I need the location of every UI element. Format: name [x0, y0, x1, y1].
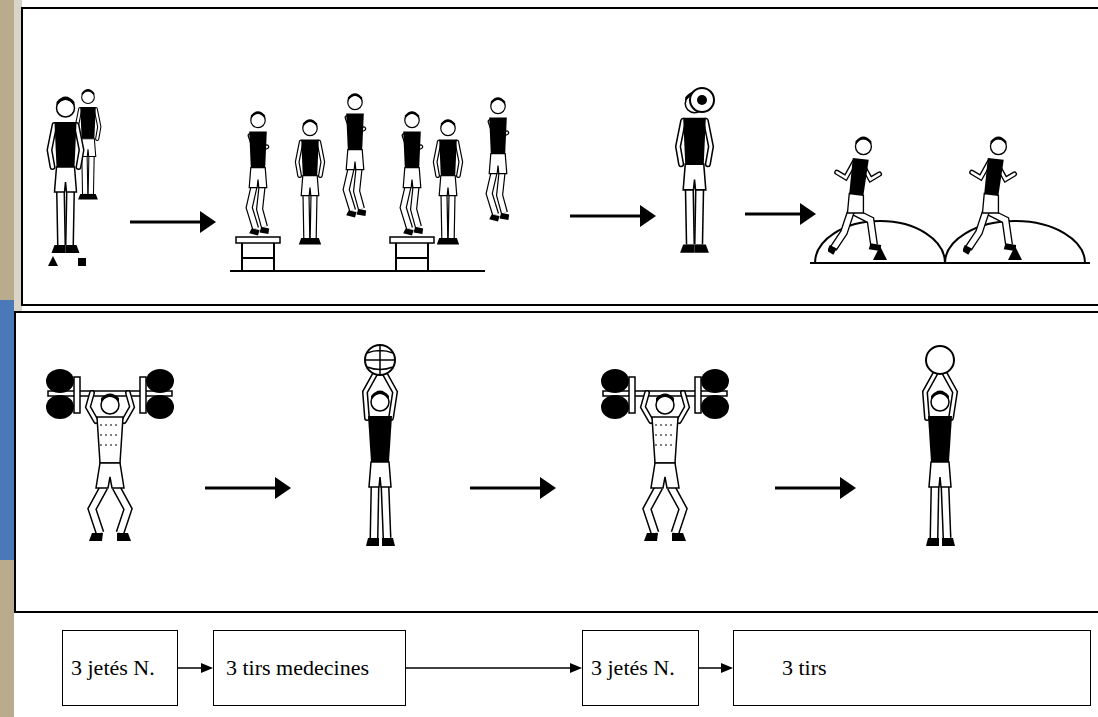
slide-edge-part: [0, 0, 14, 717]
flow-arrow-part: [640, 205, 656, 227]
bench-jumps-part: [396, 243, 428, 271]
step-box: 3 tirs: [733, 630, 1091, 706]
shooting-figure-part: [365, 374, 395, 546]
flow-arrow-part: [775, 487, 842, 490]
flow-arrow-part: [470, 487, 542, 490]
piggyback-figure-part: [78, 258, 86, 266]
bench-jumps-part: [242, 243, 274, 271]
shooting-figure: [365, 345, 955, 546]
dome-hops-part: [810, 262, 1090, 264]
bench-jumps: [230, 93, 509, 271]
step-label: 3 jetés N.: [71, 656, 155, 680]
flow-arrow: [130, 203, 856, 499]
piggyback-figure: [48, 89, 99, 266]
flow-arrow-part: [745, 213, 802, 216]
step-label: 3 tirs: [782, 656, 827, 680]
shooting-figure-part: [926, 346, 954, 374]
dome-hops-part: [827, 136, 881, 254]
shooting-figure-part: [365, 345, 395, 375]
arrow-head: [721, 663, 733, 673]
barbell-squat-part: [46, 369, 174, 541]
medicine-ball-figure: [678, 88, 714, 253]
flow-arrow-part: [840, 477, 856, 499]
shooting-figure-part: [366, 345, 394, 375]
bench-jumps-part: [249, 111, 269, 235]
bench-jumps-part: [403, 111, 423, 235]
bench-jumps-part: [435, 119, 461, 244]
medicine-ball-figure-part: [697, 95, 707, 105]
step-box: 3 jetés N.: [582, 630, 699, 706]
flow-connector: [699, 667, 723, 669]
flow-arrow-part: [540, 477, 556, 499]
flow-connector: [406, 667, 572, 669]
slide-edge-part: [0, 300, 14, 560]
dome-hops-part: [945, 221, 1085, 263]
dome-hops: [810, 136, 1090, 263]
flow-connector: [178, 667, 203, 669]
step-label: 3 jetés N.: [591, 656, 675, 680]
panel-frame-part: [22, 8, 1098, 305]
panel-frame: [15, 8, 1098, 612]
slide-edge-part: [14, 0, 22, 312]
bench-jumps-part: [236, 237, 280, 243]
piggyback-figure-part: [50, 97, 82, 254]
bench-jumps-part: [230, 270, 485, 272]
step-label: 3 tirs medecines: [226, 656, 369, 680]
arrow-head: [570, 663, 582, 673]
bench-jumps-part: [346, 93, 366, 217]
shooting-figure-part: [925, 374, 955, 546]
barbell-squat-part: [601, 369, 729, 541]
step-box: 3 tirs medecines: [213, 630, 406, 706]
flow-arrow-part: [205, 487, 277, 490]
bench-jumps-part: [489, 97, 509, 221]
piggyback-figure-part: [48, 256, 58, 266]
flow-arrow-part: [800, 203, 816, 225]
step-box: 3 jetés N.: [62, 630, 178, 706]
flow-arrow-part: [275, 477, 291, 499]
flow-arrow-part: [570, 215, 642, 218]
flow-arrow-part: [130, 221, 202, 224]
medicine-ball-figure-part: [678, 92, 711, 253]
medicine-ball-figure-part: [690, 88, 714, 112]
arrow-head: [201, 663, 213, 673]
bench-jumps-part: [297, 119, 323, 244]
bench-jumps-part: [390, 237, 434, 243]
panel-frame-part: [15, 312, 1098, 612]
dome-hops-part: [962, 136, 1016, 254]
flow-arrow-part: [200, 211, 216, 233]
